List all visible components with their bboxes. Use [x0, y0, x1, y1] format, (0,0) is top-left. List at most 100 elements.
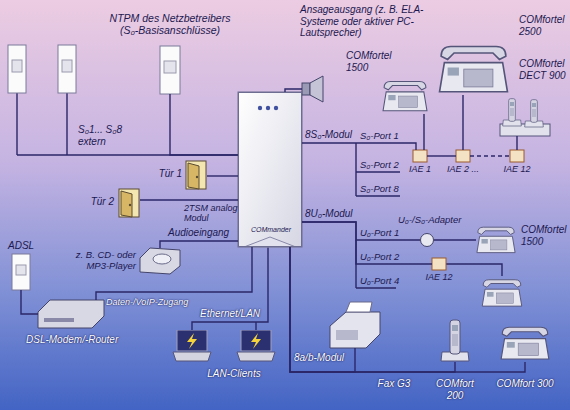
socket [62, 60, 72, 72]
connector-line [290, 247, 355, 372]
speaker-body [302, 83, 310, 95]
connector-line [207, 175, 238, 176]
port-label: Audioeingang [168, 227, 229, 239]
device-node: COMfortel 1500 [476, 222, 516, 256]
phone-1500 [383, 81, 427, 110]
device-label: U₀-/S₀-Adapter [398, 215, 461, 226]
connector-line [170, 94, 238, 155]
device-node: Tür 2 [118, 188, 140, 218]
port-label: S₀1... S₀8 extern [78, 124, 142, 147]
phone-300 [501, 327, 549, 359]
device-node: COMfort 200 [438, 318, 472, 362]
device-label: COMfort 200 [428, 378, 482, 401]
socket [12, 60, 22, 72]
s0-external-wire [17, 93, 238, 155]
adapter [421, 234, 434, 247]
port-label: U₀-Port 2 [360, 252, 399, 263]
iae-socket [456, 150, 470, 162]
connector-line [434, 239, 476, 240]
port-label: S₀-Port 1 [360, 131, 399, 142]
connector-line [21, 290, 38, 314]
pbx-cover [244, 237, 296, 247]
phone-1500 [477, 227, 515, 252]
laptop [173, 330, 211, 361]
logo-dot [258, 106, 262, 110]
connector-line [302, 143, 416, 150]
cordless-200 [441, 320, 469, 361]
device-node: U₀-/S₀-Adapter [420, 233, 434, 247]
dect-handset [503, 99, 522, 126]
device-label: COMfort 300 [496, 378, 553, 390]
device-label: DSL-Modem/-Router [26, 334, 118, 346]
port-label: U₀-Port 1 [360, 228, 399, 239]
device-label: IAE 12 [503, 164, 530, 174]
device-node: COMfort 300 [500, 322, 550, 362]
speaker-cone [310, 76, 323, 102]
logo-dot [266, 106, 270, 110]
port-label: S₀-Port 2 [360, 160, 399, 171]
phone-2500 [440, 46, 508, 91]
socket [164, 61, 176, 73]
device-node: COMfortel DECT 900 [500, 96, 550, 136]
wall-sockets [8, 45, 180, 290]
port-label: 8U₀-Modul [305, 208, 353, 220]
device-label: ADSL [8, 240, 34, 252]
connector-line [140, 199, 238, 200]
device-label: COMfortel 1500 [346, 50, 410, 73]
port-label: Ethernet/LAN [200, 308, 260, 320]
connector-line [423, 114, 424, 150]
fax-body [330, 312, 380, 348]
cd-body [140, 248, 180, 274]
ntpm-socket [160, 46, 180, 94]
connector-line [290, 247, 525, 372]
port-label: LAN-Clients [207, 368, 260, 380]
connector-line [160, 241, 238, 248]
connector-line [302, 222, 432, 264]
ethernet-wire [192, 247, 268, 330]
device-label: Tür 1 [159, 168, 182, 180]
modem-body [38, 300, 104, 328]
device-label: z. B. CD- oder MP3-Player [56, 250, 136, 272]
fax [330, 302, 380, 348]
socket [16, 265, 26, 275]
device-node: IAE 12 [510, 150, 524, 162]
device-label: Fax G3 [378, 378, 411, 390]
adsl-socket [12, 254, 30, 290]
laptop [237, 330, 275, 361]
iae-socket [413, 150, 427, 162]
device-label: COMfortel DECT 900 [519, 58, 567, 81]
door [119, 189, 139, 217]
cd-disc [153, 254, 171, 264]
device-node: COMfortel 1500 [382, 76, 428, 114]
dect-handset [525, 100, 544, 127]
s0-port-wire [356, 143, 400, 196]
connector-line [516, 136, 517, 150]
device-label: Tür 2 [91, 196, 114, 208]
device-node: NTPM des Netzbetreibers (S₀-Basisanschlü… [160, 46, 180, 94]
iae-socket [510, 150, 524, 162]
door [186, 161, 206, 189]
device-node: ADSL [12, 254, 30, 290]
socket [8, 45, 26, 93]
bus-wires [17, 93, 502, 330]
pbx-name: COMmander [251, 226, 291, 234]
device-label: IAE 12 [425, 272, 452, 282]
device-node: Fax G3 [328, 302, 382, 348]
port-label: 8S₀-Modul [305, 129, 352, 141]
device-node: Tür 1 [185, 160, 207, 190]
device-label: NTPM des Netzbetreibers (S₀-Basisanschlü… [100, 12, 240, 36]
dsl-modem [38, 300, 104, 328]
connector-line [462, 95, 463, 150]
connector-line [470, 155, 510, 156]
device-label: COMfortel 2500 [519, 14, 565, 37]
fax-keys [336, 330, 358, 340]
phone-wire [446, 264, 502, 276]
device-node: IAE 12 [432, 258, 446, 270]
port-label: 2TSM analog Modul [184, 203, 238, 224]
device-label: IAE 1 [409, 164, 431, 174]
